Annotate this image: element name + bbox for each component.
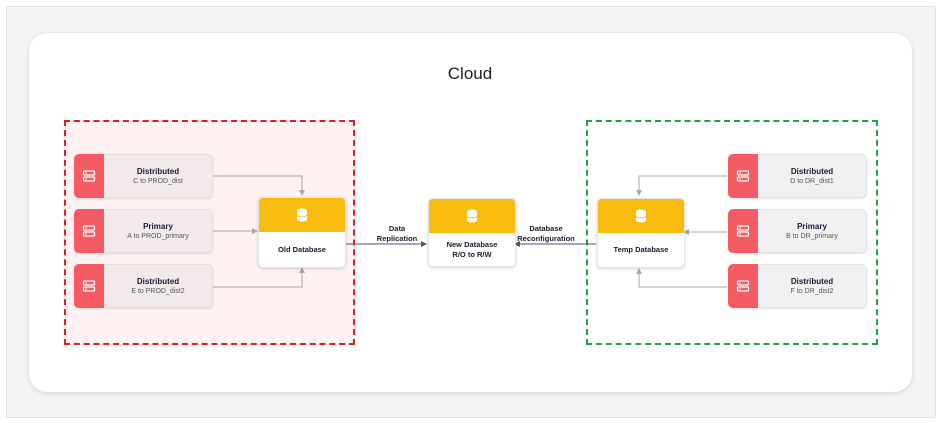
replication-label: Data Replication <box>362 224 432 244</box>
database-icon <box>429 199 515 233</box>
node-title: Primary <box>143 222 173 231</box>
node-subtitle: E to PROD_dist2 <box>131 288 185 295</box>
connector-bot-right <box>636 268 727 288</box>
connector-top-right <box>636 175 727 196</box>
reconfiguration-label-line2: Reconfiguration <box>517 234 575 243</box>
node-subtitle: D to DR_dist1 <box>790 178 834 185</box>
connector-bot-left <box>213 267 305 288</box>
node-subtitle: C to PROD_dist <box>133 178 183 185</box>
server-icon <box>728 154 758 198</box>
server-icon <box>74 154 104 198</box>
connector-top-left <box>213 175 305 196</box>
target-node-dist-d[interactable]: Distributed D to DR_dist1 <box>728 154 867 198</box>
old-database-node[interactable]: Old Database <box>258 197 346 268</box>
new-database-label: New Database <box>446 239 498 249</box>
replication-label-line1: Data <box>388 224 406 233</box>
target-node-dist-f[interactable]: Distributed F to DR_dist2 <box>728 264 867 308</box>
temp-database-node[interactable]: Temp Database <box>597 198 685 268</box>
node-subtitle: A to PROD_primary <box>127 233 189 240</box>
reconfiguration-label: Database Reconfiguration <box>511 224 581 244</box>
reconfiguration-label-line1: Database <box>529 224 563 233</box>
cloud-title: Cloud <box>447 64 493 83</box>
node-title: Primary <box>797 222 827 231</box>
target-node-primary-b[interactable]: Primary B to DR_primary <box>728 209 867 253</box>
node-subtitle: B to DR_primary <box>786 233 838 240</box>
node-title: Distributed <box>136 167 180 176</box>
node-subtitle: F to DR_dist2 <box>790 288 834 295</box>
new-database-node[interactable]: New Database R/O to R/W <box>428 198 516 267</box>
new-database-sublabel: R/O to R/W <box>452 249 492 259</box>
database-icon <box>598 199 684 233</box>
node-title: Distributed <box>790 277 834 286</box>
temp-database-label: Temp Database <box>613 245 669 254</box>
server-icon <box>728 209 758 253</box>
node-title: Distributed <box>136 277 180 286</box>
old-database-label: Old Database <box>278 244 326 254</box>
source-node-primary-a[interactable]: Primary A to PROD_primary <box>74 209 213 253</box>
server-icon <box>74 209 104 253</box>
source-node-dist-c[interactable]: Distributed C to PROD_dist <box>74 154 213 198</box>
server-icon <box>74 264 104 308</box>
source-node-dist-e[interactable]: Distributed E to PROD_dist2 <box>74 264 213 308</box>
database-icon <box>259 198 345 232</box>
server-icon <box>728 264 758 308</box>
node-title: Distributed <box>790 167 834 176</box>
replication-label-line2: Replication <box>376 234 418 243</box>
